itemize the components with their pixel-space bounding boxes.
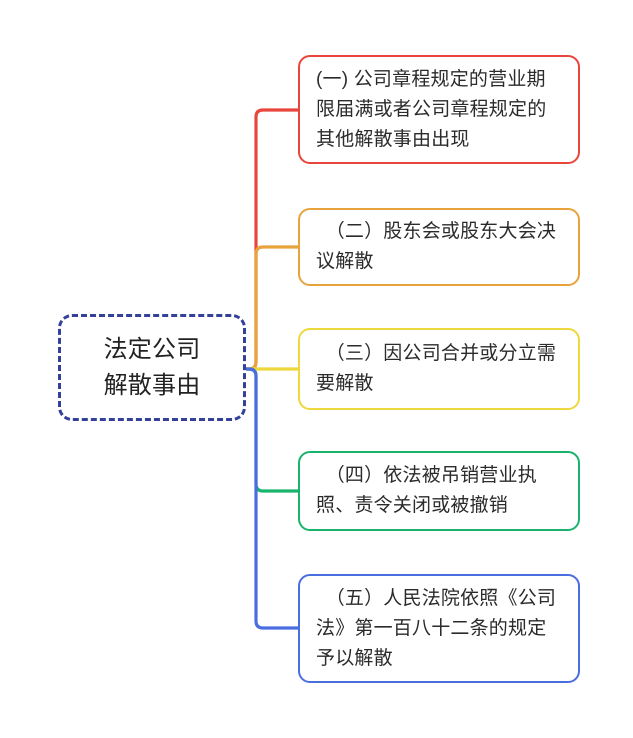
- branch-node-5[interactable]: （五）人民法院依照《公司法》第一百八十二条的规定予以解散: [298, 574, 580, 683]
- branch-node-3-label: （三）因公司合并或分立需要解散: [316, 343, 557, 394]
- branch-node-1[interactable]: (一) 公司章程规定的营业期限届满或者公司章程规定的其他解散事由出现: [298, 55, 580, 164]
- branch-node-5-label: （五）人民法院依照《公司法》第一百八十二条的规定予以解散: [316, 587, 557, 669]
- branch-node-1-label: (一) 公司章程规定的营业期限届满或者公司章程规定的其他解散事由出现: [316, 68, 547, 150]
- branch-node-3[interactable]: （三）因公司合并或分立需要解散: [298, 328, 580, 410]
- root-node[interactable]: 法定公司 解散事由: [58, 314, 246, 421]
- branch-node-2[interactable]: （二）股东会或股东大会决议解散: [298, 208, 580, 286]
- branch-node-2-label: （二）股东会或股东大会决议解散: [316, 221, 557, 272]
- connector-branch-2: [244, 245, 300, 371]
- connector-branch-4: [244, 367, 300, 493]
- connector-branch-1: [244, 108, 300, 371]
- connector-branch-5: [244, 367, 300, 630]
- branch-node-4[interactable]: （四）依法被吊销营业执照、责令关闭或被撤销: [298, 451, 580, 531]
- branch-node-4-label: （四）依法被吊销营业执照、责令关闭或被撤销: [316, 465, 537, 516]
- root-node-label: 法定公司 解散事由: [103, 335, 201, 399]
